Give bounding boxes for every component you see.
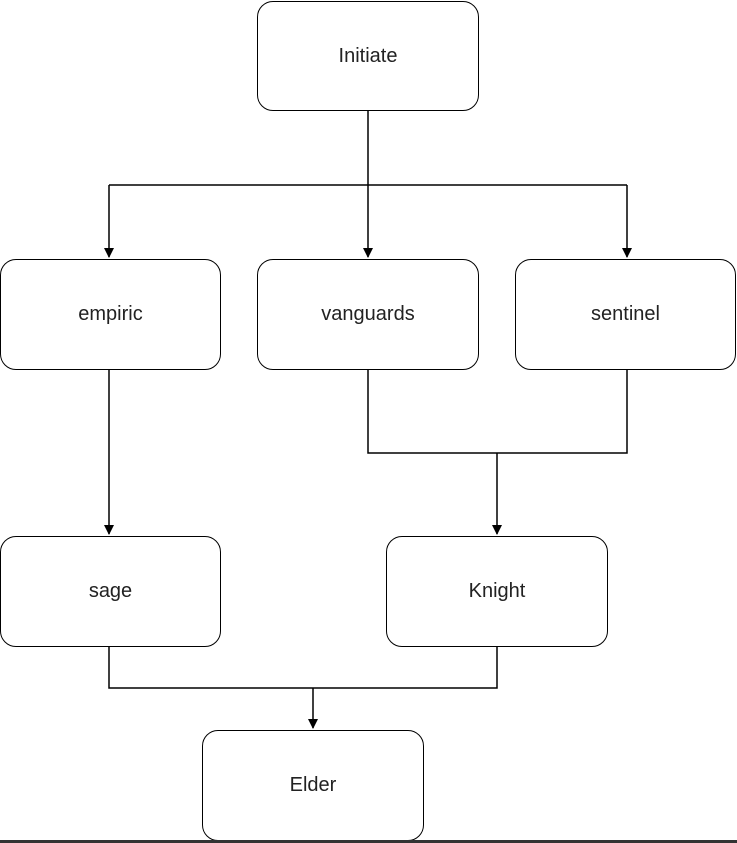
node-sage-label: sage	[88, 580, 133, 602]
edge-sage-elder	[108, 647, 313, 689]
node-sentinel: sentinel	[515, 259, 736, 370]
edge-knight-elder	[313, 647, 498, 689]
node-knight-label: Knight	[468, 580, 526, 602]
node-vanguards-label: vanguards	[321, 303, 415, 325]
node-elder: Elder	[202, 730, 424, 841]
node-empiric-label: empiric	[78, 303, 143, 325]
edge-sentinel-knight	[497, 370, 628, 454]
node-initiate-label: Initiate	[338, 44, 398, 67]
node-elder-label: Elder	[289, 774, 337, 796]
node-sage: sage	[0, 536, 221, 647]
node-sentinel-label: sentinel	[591, 303, 660, 325]
node-vanguards: vanguards	[257, 259, 479, 370]
node-initiate: Initiate	[257, 1, 479, 111]
node-empiric: empiric	[0, 259, 221, 370]
bottom-border-line	[0, 840, 737, 843]
node-knight: Knight	[386, 536, 608, 647]
edge-vanguards-knight	[367, 370, 497, 454]
